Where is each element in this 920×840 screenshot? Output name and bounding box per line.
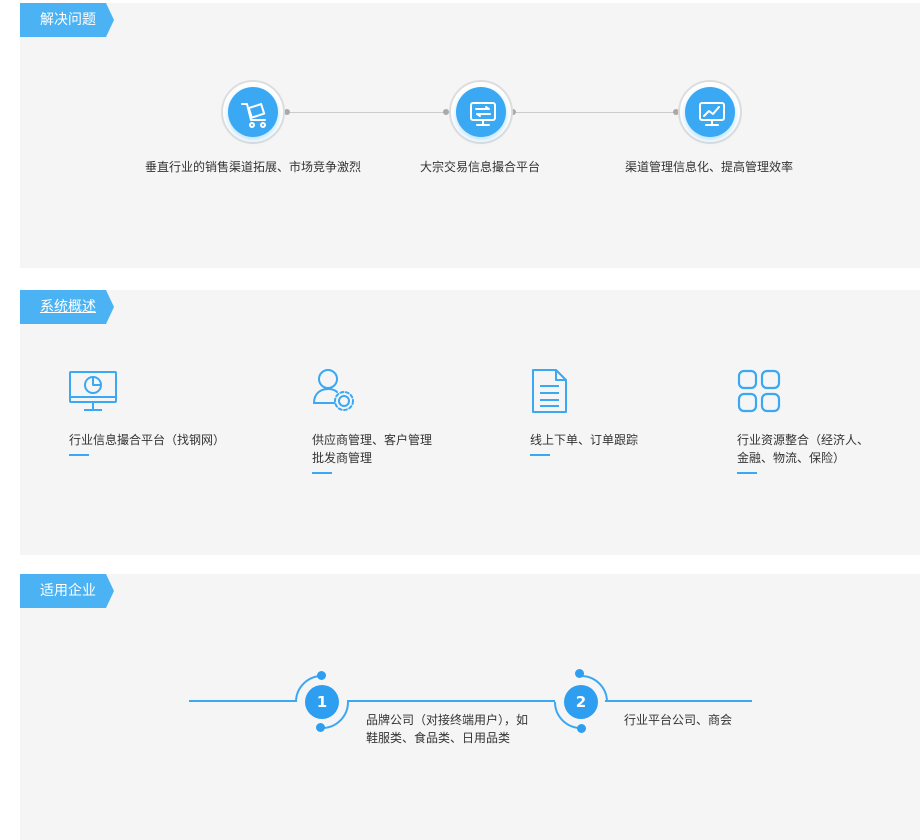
document-icon bbox=[532, 369, 567, 413]
problem-item-label: 垂直行业的销售渠道拓展、市场竞争激烈 bbox=[145, 160, 362, 174]
enterprise-item-label: 品牌公司（对接终端用户），如 鞋服类、食品类、日用品类 bbox=[366, 711, 528, 747]
enterprise-item-line: 鞋服类、食品类、日用品类 bbox=[366, 731, 511, 745]
overview-item-line: 行业资源整合（经济人、 bbox=[737, 433, 870, 447]
enterprises-section bbox=[20, 574, 920, 840]
overview-item-label: 行业信息撮合平台（找钢网） bbox=[69, 433, 226, 447]
connector-dot bbox=[443, 109, 449, 115]
item-underline bbox=[737, 472, 757, 474]
overview-item-label: 线上下单、订单跟踪 bbox=[530, 433, 639, 447]
problem-item-label: 渠道管理信息化、提高管理效率 bbox=[625, 160, 794, 174]
timeline-line bbox=[347, 700, 555, 702]
connector-dot bbox=[673, 109, 679, 115]
timeline-dot bbox=[575, 669, 584, 678]
timeline-dot bbox=[316, 723, 325, 732]
problem-section-title: 解决问题 bbox=[20, 3, 114, 37]
user-gear-icon bbox=[313, 369, 354, 411]
item-underline bbox=[530, 454, 550, 456]
overview-item-label: 供应商管理、客户管理 批发商管理 bbox=[312, 431, 432, 467]
connector-dot bbox=[510, 109, 516, 115]
problem-icon-3 bbox=[678, 80, 742, 144]
timeline-dot bbox=[577, 724, 586, 733]
timeline-line bbox=[605, 700, 752, 702]
overview-item-line: 金融、物流、保险） bbox=[737, 451, 846, 465]
enterprise-item-label: 行业平台公司、商会 bbox=[624, 713, 733, 727]
connector-line bbox=[516, 112, 676, 113]
monitor-exchange-icon bbox=[470, 102, 496, 126]
connector-line bbox=[290, 112, 446, 113]
monitor-chart-icon bbox=[699, 102, 725, 126]
overview-section-title: 系统概述 bbox=[20, 290, 114, 324]
timeline-line bbox=[189, 700, 295, 702]
connector-dot bbox=[284, 109, 290, 115]
overview-section bbox=[20, 290, 920, 555]
enterprise-item-line: 品牌公司（对接终端用户），如 bbox=[366, 713, 529, 727]
problem-icon-1 bbox=[221, 80, 285, 144]
step-number-badge: 2 bbox=[564, 685, 598, 719]
grid-icon bbox=[737, 369, 781, 413]
overview-item-label: 行业资源整合（经济人、 金融、物流、保险） bbox=[737, 431, 869, 467]
item-underline bbox=[69, 454, 89, 456]
problem-item-label: 大宗交易信息撮合平台 bbox=[420, 160, 541, 174]
timeline-dot bbox=[317, 671, 326, 680]
step-number-badge: 1 bbox=[305, 685, 339, 719]
monitor-pie-icon bbox=[69, 371, 117, 411]
overview-item-line: 批发商管理 bbox=[312, 451, 373, 465]
overview-item-line: 供应商管理、客户管理 bbox=[312, 433, 433, 447]
enterprises-section-title: 适用企业 bbox=[20, 574, 114, 608]
problem-icon-2 bbox=[449, 80, 513, 144]
item-underline bbox=[312, 472, 332, 474]
timeline-arc bbox=[554, 675, 608, 729]
cart-icon bbox=[241, 103, 266, 128]
